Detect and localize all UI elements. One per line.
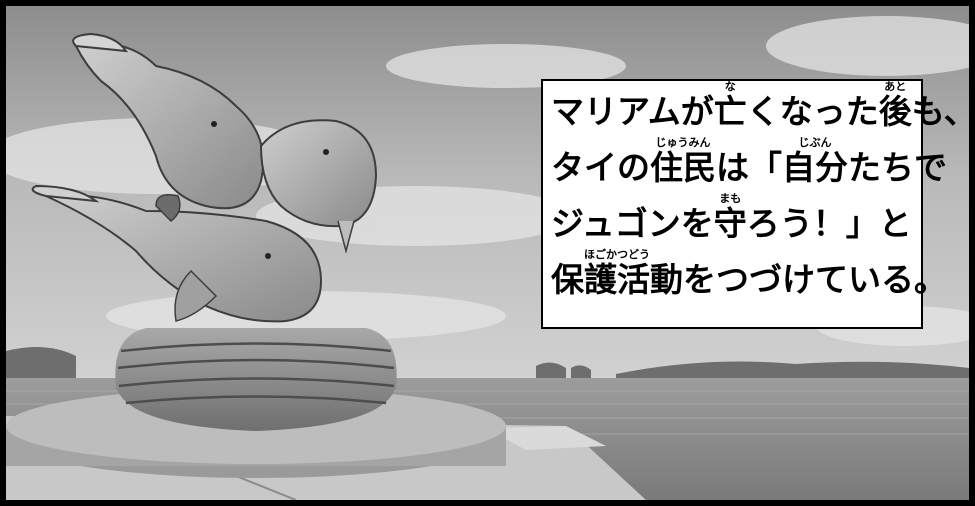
caption-line-1: マリアムがな亡くなったあと後も、 [551, 81, 969, 131]
ruby-word: ほごかつどう保護活動 [551, 249, 683, 299]
kanji-base: 亡 [713, 92, 747, 131]
furigana: じぶん [798, 136, 832, 149]
caption-text: も、 [911, 92, 975, 131]
caption-line-3: ジュゴンをまも守ろう！」と [551, 193, 913, 243]
caption-text: ジュゴンを [551, 204, 714, 243]
kanji-base: 守 [713, 204, 747, 243]
ruby-word: まも守 [713, 193, 747, 243]
caption-text: たちで [848, 148, 947, 187]
dugong-statues [31, 32, 378, 323]
caption-text: くなった [746, 92, 879, 131]
furigana: ほごかつどう [584, 248, 650, 261]
ruby-word: じぶん自分 [782, 137, 848, 187]
caption-line-2: タイのじゅうみん住民は「じぶん自分たちで [551, 137, 947, 187]
ruby-word: あと後 [878, 81, 912, 131]
dugong-statue-seaside-illustration [6, 6, 969, 500]
kanji-base: 自分 [782, 148, 848, 187]
statue-pedestal [6, 328, 506, 478]
kanji-base: 後 [878, 92, 912, 131]
ruby-word: な亡 [713, 81, 747, 131]
kanji-base: 住民 [650, 148, 716, 187]
ruby-word: じゅうみん住民 [650, 137, 716, 187]
islands [6, 347, 969, 380]
caption-text: マリアムが [551, 92, 714, 131]
caption-text: をつづけている。 [683, 260, 947, 299]
caption-text: ろう！」と [746, 204, 912, 243]
caption-line-4: ほごかつどう保護活動をつづけている。 [551, 249, 947, 299]
furigana: な [724, 80, 736, 93]
furigana: じゅうみん [655, 136, 711, 149]
furigana: あと [884, 80, 907, 93]
furigana: まも [719, 192, 742, 205]
caption-text: は「 [716, 148, 782, 187]
kanji-base: 保護活動 [551, 260, 683, 299]
narration-caption-box: マリアムがな亡くなったあと後も、 タイのじゅうみん住民は「じぶん自分たちで ジュ… [541, 79, 969, 329]
caption-text: タイの [551, 148, 650, 187]
